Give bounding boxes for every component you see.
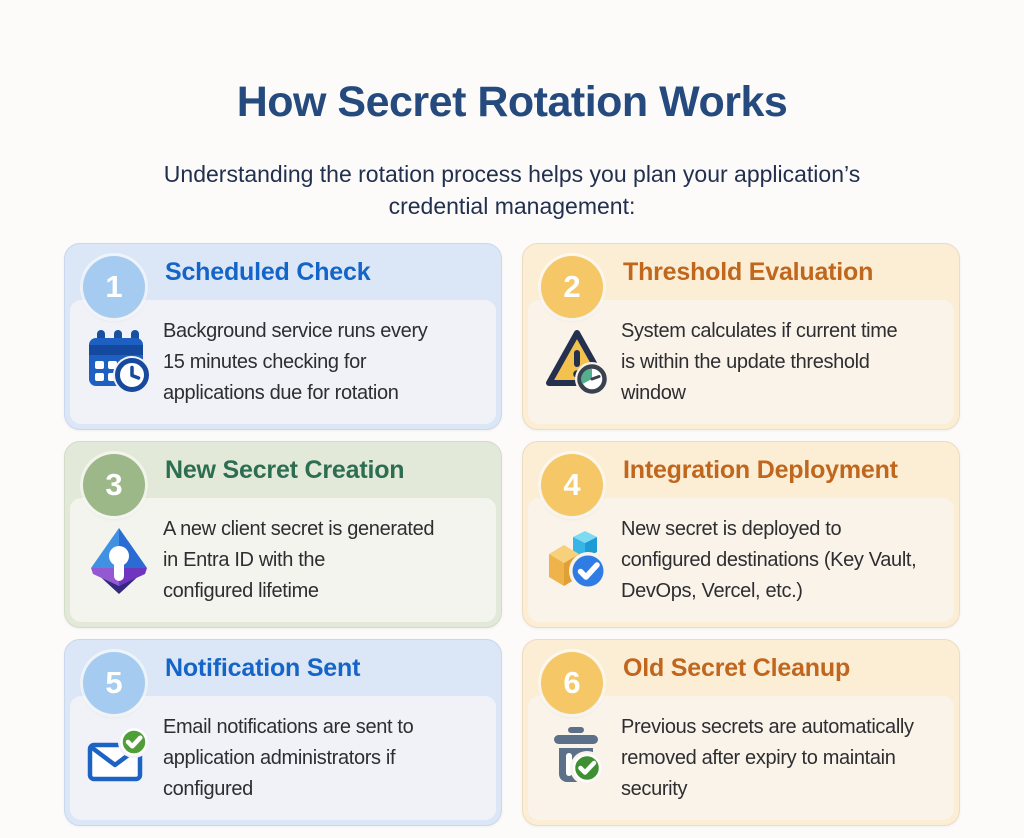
card-threshold-evaluation: 2 Threshold Evaluation System calculates… bbox=[522, 243, 960, 430]
step-number-badge: 1 bbox=[83, 256, 145, 318]
step-number-badge: 2 bbox=[541, 256, 603, 318]
trash-check-icon bbox=[533, 696, 621, 820]
page-subtitle: Understanding the rotation process helps… bbox=[0, 158, 1024, 222]
calendar-clock-icon bbox=[75, 300, 163, 424]
card-description: Previous secrets are automatically remov… bbox=[621, 715, 914, 800]
card-description: Background service runs every 15 minutes… bbox=[163, 319, 428, 404]
card-title: Integration Deployment bbox=[623, 456, 898, 484]
step-number-badge: 5 bbox=[83, 652, 145, 714]
card-title: Notification Sent bbox=[165, 654, 361, 682]
cubes-check-icon bbox=[533, 498, 621, 622]
card-old-secret-cleanup: 6 Old Secret Cleanup Previous secrets ar… bbox=[522, 639, 960, 826]
card-integration-deployment: 4 Integration Deployment New secret is d… bbox=[522, 441, 960, 628]
page-title: How Secret Rotation Works bbox=[236, 78, 788, 126]
step-number-badge: 6 bbox=[541, 652, 603, 714]
card-body-panel bbox=[528, 300, 954, 424]
card-notification-sent: 5 Notification Sent Email notifications … bbox=[64, 639, 502, 826]
card-title: Old Secret Cleanup bbox=[623, 654, 851, 682]
card-description: System calculates if current time is wit… bbox=[621, 319, 898, 404]
card-description: Email notifications are sent to applicat… bbox=[163, 715, 414, 800]
card-scheduled-check: 1 Scheduled Check bbox=[64, 243, 502, 430]
subtitle-line: credential management: bbox=[388, 193, 636, 219]
mail-check-icon bbox=[75, 696, 163, 820]
card-new-secret-creation: 3 New Secret Creation A new client secre… bbox=[64, 441, 502, 628]
step-number-badge: 3 bbox=[83, 454, 145, 516]
entra-id-icon bbox=[75, 498, 163, 622]
card-description: New secret is deployed to configured des… bbox=[621, 517, 917, 602]
card-description: A new client secret is generated in Entr… bbox=[163, 517, 435, 602]
card-title: Threshold Evaluation bbox=[623, 258, 874, 286]
step-number-badge: 4 bbox=[541, 454, 603, 516]
subtitle-line: Understanding the rotation process helps… bbox=[163, 161, 861, 187]
steps-grid: 1 Scheduled Check bbox=[64, 243, 960, 826]
card-title: Scheduled Check bbox=[165, 258, 371, 286]
warning-clock-icon bbox=[533, 300, 621, 424]
card-title: New Secret Creation bbox=[165, 456, 405, 484]
